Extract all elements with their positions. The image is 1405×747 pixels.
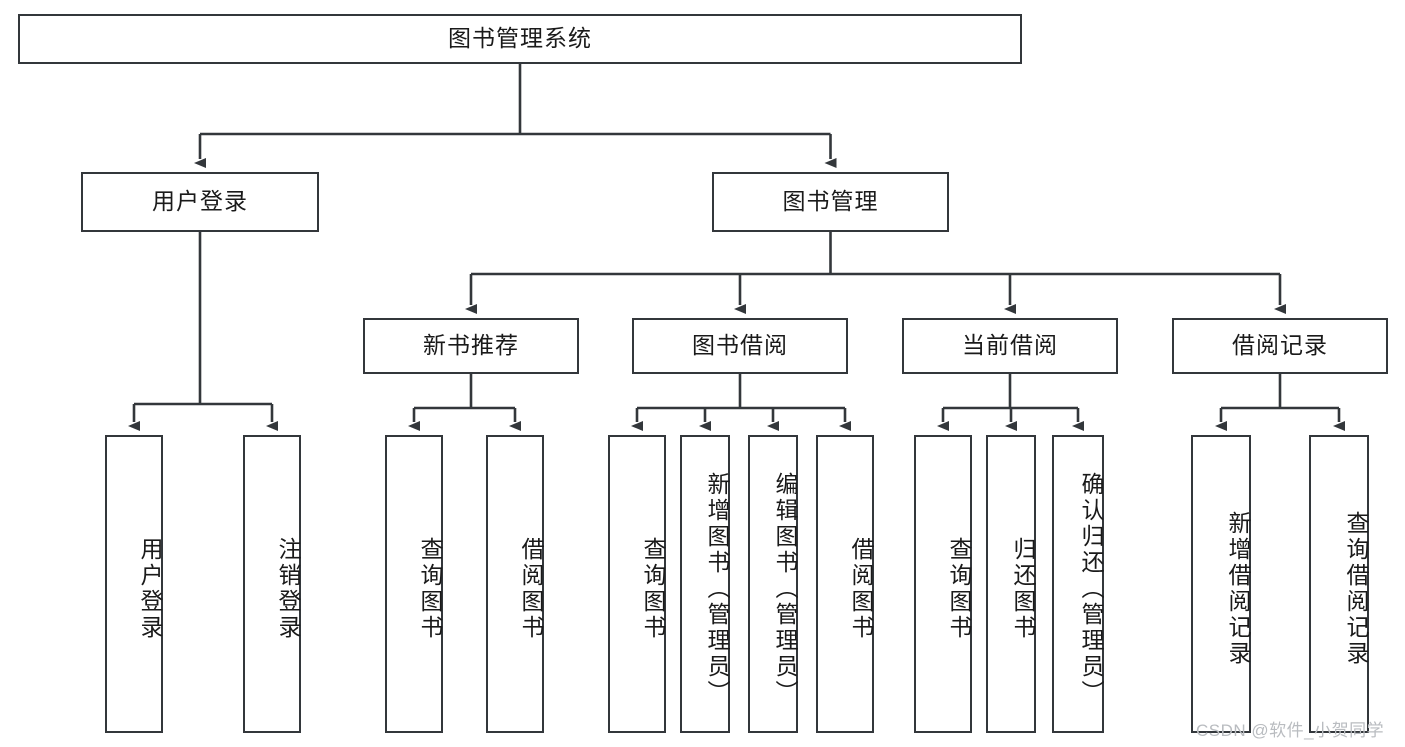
node-label: 查询图书 [640, 537, 666, 641]
node-label: 图书管理系统 [448, 25, 592, 52]
node-user-login[interactable]: 用户登录 [81, 172, 319, 232]
node-leaf-query-book-current[interactable]: 查询图书 [914, 435, 972, 733]
node-label: 编辑图书（管理员） [772, 472, 798, 706]
node-leaf-query-book-recommend[interactable]: 查询图书 [385, 435, 443, 733]
node-label: 借阅图书 [518, 537, 544, 641]
node-root[interactable]: 图书管理系统 [18, 14, 1022, 64]
node-label: 用户登录 [137, 537, 163, 641]
node-label: 查询借阅记录 [1343, 511, 1369, 667]
node-label: 新书推荐 [423, 332, 519, 359]
node-label: 当前借阅 [962, 332, 1058, 359]
node-leaf-add-borrow-record[interactable]: 新增借阅记录 [1191, 435, 1251, 733]
node-new-book-recommend[interactable]: 新书推荐 [363, 318, 579, 374]
node-leaf-query-borrow-record[interactable]: 查询借阅记录 [1309, 435, 1369, 733]
node-label: 查询图书 [946, 537, 972, 641]
node-label: 新增借阅记录 [1225, 511, 1251, 667]
node-current-borrow[interactable]: 当前借阅 [902, 318, 1118, 374]
node-leaf-edit-book-admin[interactable]: 编辑图书（管理员） [748, 435, 798, 733]
node-borrow-record[interactable]: 借阅记录 [1172, 318, 1388, 374]
node-book-management[interactable]: 图书管理 [712, 172, 949, 232]
node-leaf-borrow-book[interactable]: 借阅图书 [816, 435, 874, 733]
node-leaf-confirm-return-admin[interactable]: 确认归还（管理员） [1052, 435, 1104, 733]
node-leaf-user-login[interactable]: 用户登录 [105, 435, 163, 733]
node-leaf-return-book[interactable]: 归还图书 [986, 435, 1036, 733]
node-leaf-borrow-book-recommend[interactable]: 借阅图书 [486, 435, 544, 733]
node-leaf-logout-login[interactable]: 注销登录 [243, 435, 301, 733]
node-label: 注销登录 [275, 537, 301, 641]
node-label: 图书管理 [782, 188, 879, 215]
node-book-borrow[interactable]: 图书借阅 [632, 318, 848, 374]
node-label: 图书借阅 [692, 332, 788, 359]
node-label: 确认归还（管理员） [1078, 472, 1104, 706]
node-label: 查询图书 [417, 537, 443, 641]
node-label: 借阅图书 [848, 537, 874, 641]
node-label: 用户登录 [152, 188, 248, 215]
node-label: 归还图书 [1010, 537, 1036, 641]
node-leaf-query-book-borrow[interactable]: 查询图书 [608, 435, 666, 733]
node-leaf-add-book-admin[interactable]: 新增图书（管理员） [680, 435, 730, 733]
node-label: 新增图书（管理员） [704, 472, 730, 706]
node-label: 借阅记录 [1232, 332, 1328, 359]
csdn-watermark: CSDN @软件_小贺同学 [1196, 721, 1385, 740]
